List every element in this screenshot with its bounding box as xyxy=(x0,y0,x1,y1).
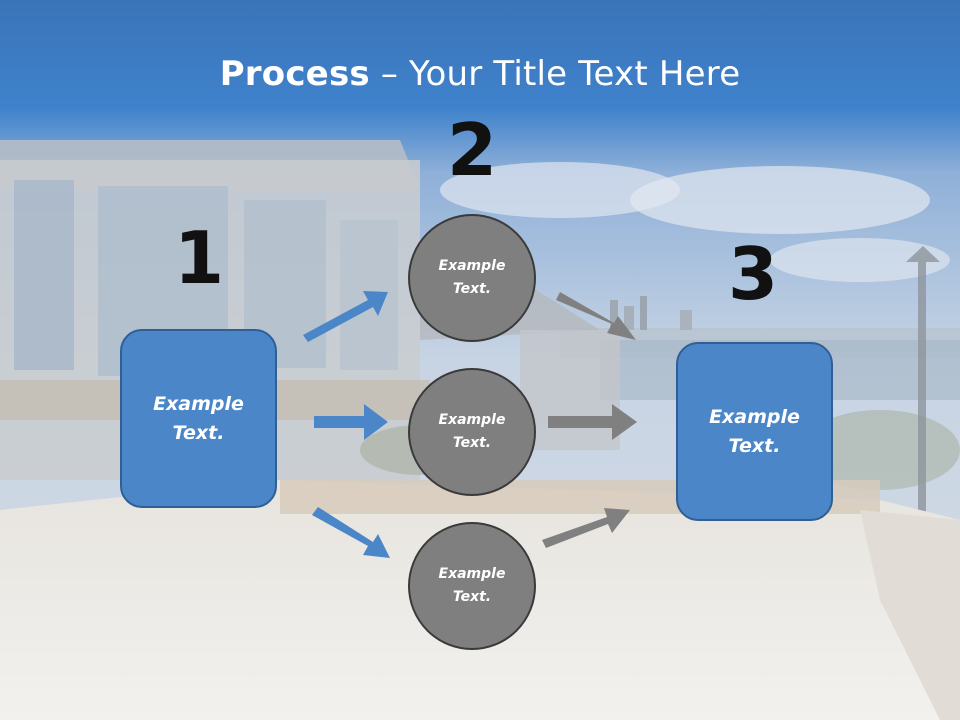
step-2-circle-top: Example Text. xyxy=(408,214,536,342)
arrow-right-blue xyxy=(314,404,388,440)
step-2-text-middle: Example Text. xyxy=(438,412,506,451)
step-number-2: 2 xyxy=(446,108,498,192)
step-2-circle-middle: Example Text. xyxy=(408,368,536,496)
arrow-right-gray xyxy=(548,404,637,440)
step-2-text-top: Example Text. xyxy=(438,258,506,297)
arrow-down-right-blue xyxy=(312,507,390,558)
step-2-circle-bottom: Example Text. xyxy=(408,522,536,650)
step-3-text: Example Text. xyxy=(709,405,800,457)
step-number-1: 1 xyxy=(173,216,225,300)
arrow-up-right-gray xyxy=(542,508,630,548)
arrow-down-right-gray xyxy=(556,292,636,340)
step-3-box: Example Text. xyxy=(676,342,833,521)
arrow-up-right-blue xyxy=(303,291,388,342)
step-2-text-bottom: Example Text. xyxy=(438,566,506,605)
slide-title: Process – Your Title Text Here xyxy=(0,54,960,94)
title-bold: Process xyxy=(219,54,370,94)
title-rest: – Your Title Text Here xyxy=(369,54,741,94)
step-number-3: 3 xyxy=(727,232,779,316)
step-1-text: Example Text. xyxy=(153,392,244,444)
step-1-box: Example Text. xyxy=(120,329,277,508)
